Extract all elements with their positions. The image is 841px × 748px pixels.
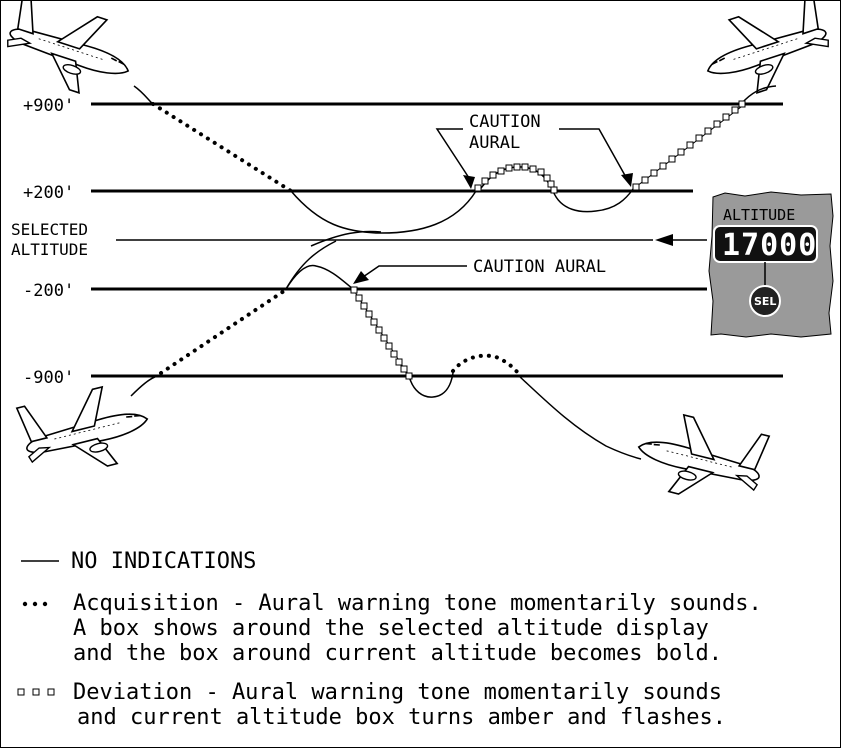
path-lower-exit [518,375,642,460]
legend-dots-icon [22,601,48,607]
sel-button-label: SEL [754,295,776,308]
label-selected-line1: SELECTED [11,220,88,239]
sel-button[interactable] [749,285,781,317]
legend-acquisition-line3: and the box around current altitude beco… [73,641,722,666]
label-plus-900: +900' [23,96,74,116]
path-lower-cross [285,240,337,290]
callout-upper-leader-right [559,128,628,180]
altitude-panel-title: ALTITUDE [723,206,795,224]
legend-acquisition-line2: A box shows around the selected altitude… [73,616,709,641]
airplane-bottom-left-icon [15,377,157,485]
path-lower-hump-dotted [451,353,521,376]
altitude-display-value: 17000 [722,228,817,263]
label-minus-200: -200' [23,281,74,301]
path-descent-dotted [151,102,293,193]
callout-lower-leader [362,265,467,278]
path-cross-lower [285,264,354,290]
callout-upper-line2: AURAL [469,133,520,153]
label-minus-900: -900' [23,368,74,388]
legend-deviation-line1: Deviation - Aural warning tone momentari… [73,680,722,705]
legend-acquisition-line1: Acquisition - Aural warning tone momenta… [73,591,762,616]
callout-lower: CAUTION AURAL [473,257,606,277]
path-descent-solid [290,190,477,234]
selected-altitude-arrow-icon [655,234,673,246]
deviation-squares [350,100,746,380]
legend-none: NO INDICATIONS [71,549,256,574]
altitude-panel: ALTITUDE 17000 SEL [708,191,834,338]
callout-upper-line1: CAUTION [469,112,541,132]
label-plus-200: +200' [23,183,74,203]
path-lower-dip [408,372,454,398]
airplane-top-right-icon [694,1,838,106]
path-descent-solid-top [133,85,154,105]
legend-squares-icon [17,688,55,696]
label-selected-line2: ALTITUDE [11,240,88,259]
legend-deviation-line2: and current altitude box turns amber and… [77,705,726,730]
path-climb-lower-dotted [159,289,286,375]
airplane-bottom-right-icon [629,405,771,513]
path-return-dip [552,188,634,213]
path-climb-lower-solid [130,375,158,397]
path-cross-upper [310,230,382,247]
airplane-top-left-icon [1,1,142,106]
callout-upper-leader-left [435,128,472,182]
